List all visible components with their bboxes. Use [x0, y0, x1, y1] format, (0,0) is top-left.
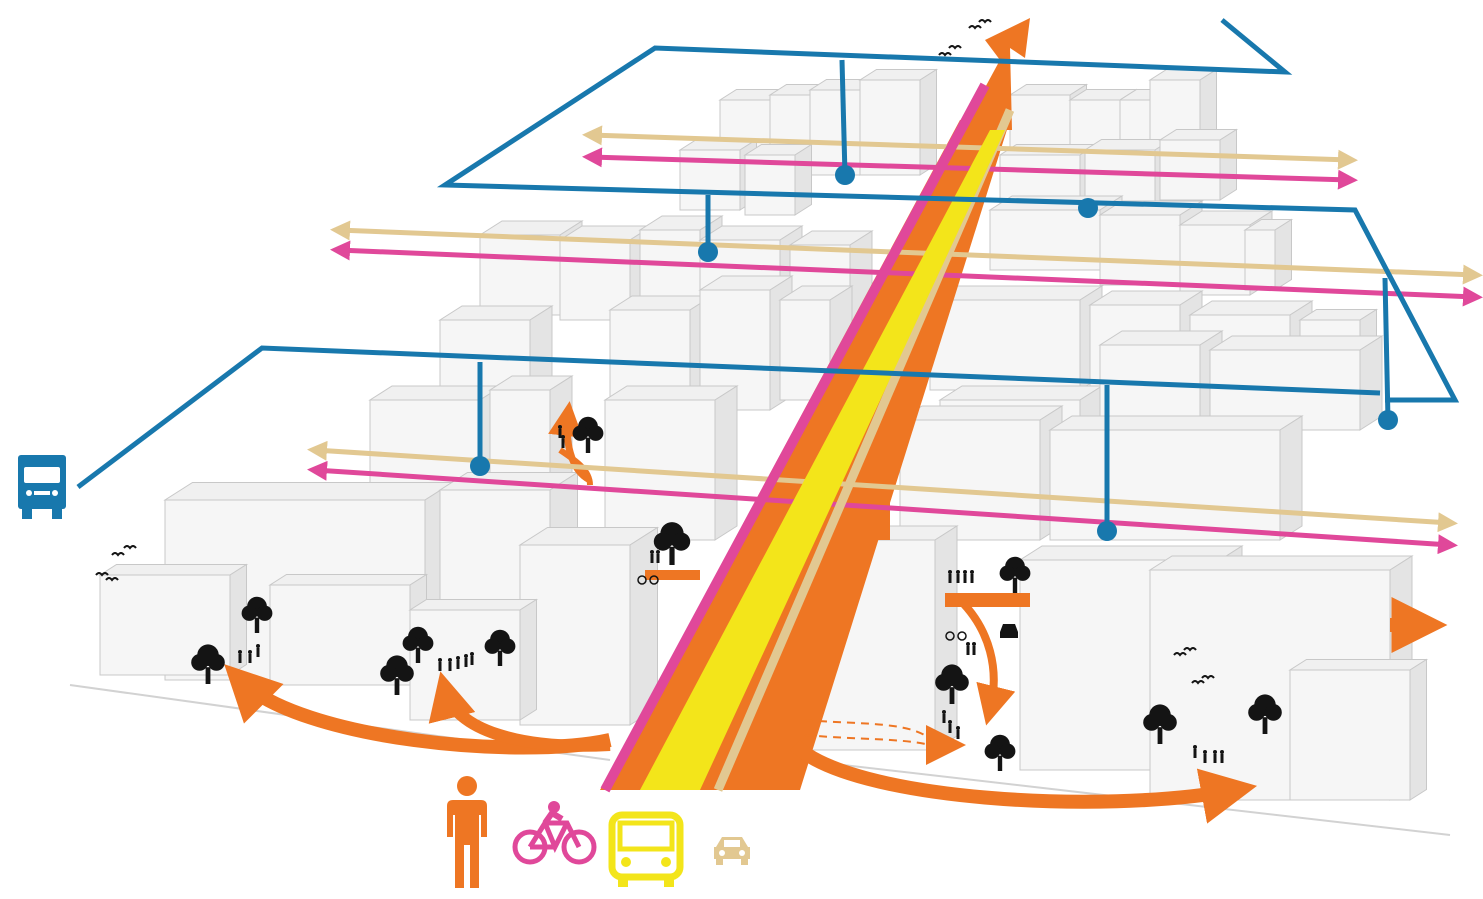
person-icon — [1220, 750, 1224, 763]
freight-stop — [1078, 198, 1098, 218]
building — [1243, 218, 1294, 291]
freight-stop — [470, 456, 490, 476]
building — [1288, 658, 1429, 801]
tree-icon — [402, 626, 434, 663]
person-icon — [1193, 745, 1197, 758]
side-street-vehicles — [637, 575, 1018, 641]
bird-icon — [111, 552, 125, 557]
person-icon — [470, 652, 474, 665]
bus-lane-main — [640, 130, 1005, 790]
person-icon — [558, 425, 562, 438]
tree-icon — [1143, 704, 1177, 744]
person-icon — [1203, 750, 1207, 763]
bird-icon — [1201, 675, 1215, 680]
person-icon — [972, 642, 976, 655]
person-icon — [948, 570, 952, 583]
building — [603, 385, 739, 541]
pedestrian-branch-east-down — [957, 597, 1016, 726]
person-icon — [561, 435, 565, 448]
pedestrian-dashed-path-2 — [804, 734, 931, 746]
street-life — [95, 19, 1282, 771]
tree-icon — [241, 596, 273, 633]
tree-icon — [191, 644, 225, 684]
person-icon — [1213, 750, 1217, 763]
tree-icon — [572, 416, 604, 453]
person-icon — [956, 570, 960, 583]
building — [98, 563, 249, 676]
building — [1158, 128, 1239, 201]
person-icon — [456, 656, 460, 669]
freight-stop — [1378, 410, 1398, 430]
building — [518, 526, 660, 726]
cross-streets — [307, 125, 1483, 555]
bike-lane-main — [600, 82, 990, 793]
person-icon — [448, 658, 452, 671]
person-icon — [966, 642, 970, 655]
freight-spur-4 — [1382, 277, 1391, 421]
bird-icon — [1183, 647, 1197, 652]
freight-spur-1 — [839, 59, 848, 176]
bird-icon — [1191, 680, 1205, 685]
building — [743, 143, 814, 216]
person-icon — [438, 658, 442, 671]
person-icon — [963, 570, 967, 583]
tree-icon — [653, 522, 691, 565]
bird-icon — [1173, 652, 1187, 657]
bird-icon — [105, 577, 119, 582]
pedestrian-dashed-path — [804, 719, 936, 746]
pedestrian-branch-west-near — [428, 671, 611, 752]
bird-icon — [948, 45, 962, 50]
freight-stop — [698, 242, 718, 262]
bike-street-2 — [330, 240, 1483, 307]
person-icon — [956, 726, 960, 739]
bus-icon — [608, 811, 684, 887]
freight-route-north — [436, 18, 1460, 403]
car-icon — [1000, 624, 1018, 638]
bird-icon — [968, 25, 982, 30]
person-icon — [948, 720, 952, 733]
tree-icon — [935, 664, 969, 704]
tree-icon — [484, 629, 516, 666]
freight-stop — [1097, 521, 1117, 541]
freight-stops — [470, 165, 1398, 541]
mode-legend — [447, 776, 750, 888]
person-icon — [650, 550, 654, 563]
pedestrian-icon — [447, 776, 487, 888]
pedestrian-branch-east-far — [790, 739, 1258, 824]
bird-icon — [123, 545, 137, 550]
car-icon — [714, 837, 750, 865]
freight-network — [76, 18, 1460, 530]
tree-icon — [984, 734, 1016, 771]
person-icon — [942, 710, 946, 723]
building — [858, 68, 939, 176]
tree-icon — [999, 556, 1031, 593]
transit-corridor — [600, 82, 1015, 793]
bicycle-icon — [512, 801, 597, 865]
person-icon — [238, 650, 242, 663]
truck-icon — [18, 455, 66, 519]
person-icon — [248, 650, 252, 663]
freight-stop — [835, 165, 855, 185]
tree-icon — [1248, 694, 1282, 734]
bird-icon — [938, 52, 952, 57]
bike-street-3 — [307, 460, 1458, 555]
person-icon — [656, 550, 660, 563]
person-icon — [256, 644, 260, 657]
bird-icon — [95, 572, 109, 577]
person-icon — [970, 570, 974, 583]
bird-icon — [978, 19, 992, 24]
freight-route-south — [76, 345, 1381, 489]
tree-icon — [380, 655, 414, 695]
bicycle-icon — [637, 575, 967, 641]
person-icon — [464, 654, 468, 667]
